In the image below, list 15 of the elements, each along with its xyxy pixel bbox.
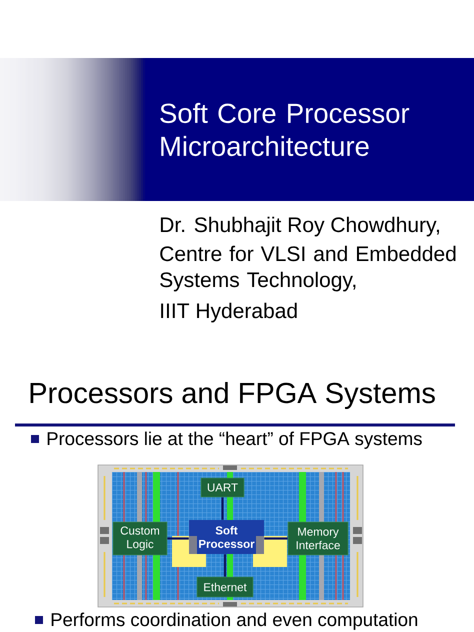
bullet-text: Processors lie at the “heart” of FPGA systems [48, 432, 422, 449]
connector-line [167, 537, 189, 540]
author-text: IIIT Hyderabad [161, 302, 297, 322]
bullet-text: Performs coordination and even computation [52, 612, 418, 630]
author-text: Centre for VLSI and Embedded Systems Technology, [160, 246, 456, 292]
processor-box: Soft Processor [189, 520, 264, 554]
slide-title: Processors and FPGA Systems [30, 382, 435, 410]
connector-line [224, 554, 226, 577]
connector-line [221, 497, 224, 520]
module-box: Custom Logic [112, 522, 168, 556]
module-box: Memory Interface [288, 522, 348, 556]
title-band: Soft Core Processor Microarchitecture [145, 58, 474, 201]
connector-line [264, 537, 288, 540]
module-box: Ethernet [196, 576, 254, 598]
module-box: UART [200, 478, 244, 498]
